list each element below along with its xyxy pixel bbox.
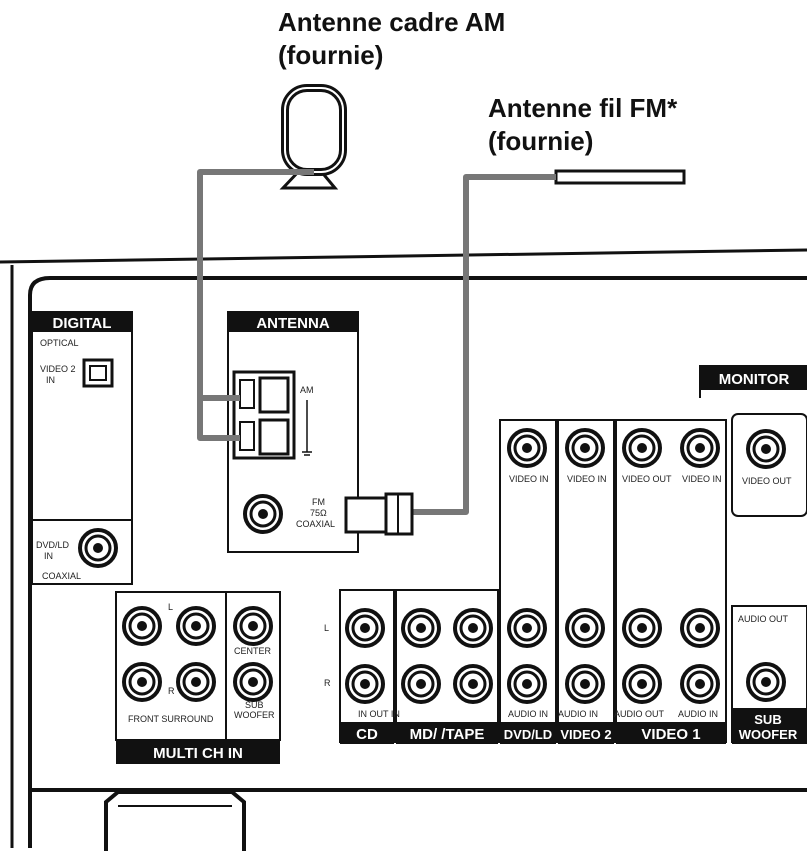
audio-jacks-row-r: [345, 664, 720, 704]
v1-video-in-label: VIDEO IN: [682, 474, 722, 484]
fm-antenna-cable: [410, 174, 556, 515]
multi-ch-l-label: L: [168, 602, 173, 612]
digital-section: DIGITAL OPTICAL VIDEO 2 IN DVD/LD IN COA…: [31, 311, 133, 585]
sub-woofer-label-2: WOOFER: [234, 710, 275, 720]
multi-ch-in-section: L R CENTER SUB WOOFER FRONT SURROUND MUL…: [115, 591, 281, 764]
digital-header: DIGITAL: [53, 315, 112, 332]
monitor-video-out-jack: [746, 429, 786, 469]
sub-woofer-out-section: AUDIO OUT SUB WOOFER: [731, 605, 807, 744]
am-antenna-callout: Antenne cadre AM (fournie): [278, 6, 505, 72]
front-l-jack: [122, 606, 162, 646]
cd-md-in-out-in-label: IN OUT IN: [358, 709, 400, 719]
dvd-ld-in-label-2: IN: [44, 551, 53, 561]
dvd-video-in-jack: [507, 428, 547, 468]
optical-jack: [82, 358, 114, 388]
monitor-video-out-label: VIDEO OUT: [742, 476, 792, 486]
chassis-foot: [104, 790, 246, 851]
fm-plug-connector: [344, 492, 414, 536]
v2-video-in-label: VIDEO IN: [567, 474, 607, 484]
fm-coaxial-label: COAXIAL: [296, 519, 335, 529]
coaxial-label: COAXIAL: [42, 571, 81, 581]
am-terminal-label: AM: [300, 385, 314, 395]
antenna-header: ANTENNA: [256, 315, 329, 332]
fm-antenna-callout: Antenne fil FM* (fournie): [488, 92, 677, 158]
center-jack: [233, 606, 273, 646]
fm-antenna-note: (fournie): [488, 126, 594, 156]
fm-coaxial-jack: [243, 494, 283, 534]
sub-band-label-1: SUB: [754, 712, 781, 727]
cd-band-label: CD: [356, 726, 378, 743]
chassis-top-outline: [28, 276, 807, 848]
fm-wire-antenna: [554, 169, 686, 185]
v2-video-in-jack: [565, 428, 605, 468]
sub-band-label-2: WOOFER: [739, 727, 798, 742]
monitor-header: MONITOR: [719, 371, 790, 388]
v2-audio-in-label: AUDIO IN: [558, 709, 598, 719]
multi-ch-r-label: R: [168, 686, 175, 696]
v1-video-in-jack: [680, 428, 720, 468]
center-label: CENTER: [234, 646, 272, 656]
surround-l-jack: [176, 606, 216, 646]
multi-sub-woofer-jack: [233, 662, 273, 702]
audio-row-r-label: R: [324, 678, 331, 688]
dvd-ld-in-label-1: DVD/LD: [36, 540, 70, 550]
audio-row-l-label: L: [324, 623, 329, 633]
audio-jacks-row-l: [345, 608, 720, 648]
v1-video-out-label: VIDEO OUT: [622, 474, 672, 484]
v1-audio-in-label: AUDIO IN: [678, 709, 718, 719]
front-surround-label: FRONT SURROUND: [128, 714, 214, 724]
coaxial-jack: [78, 528, 118, 568]
am-antenna-note: (fournie): [278, 40, 384, 70]
video2-in-label-1: VIDEO 2: [40, 364, 76, 374]
dvd-video-in-label: VIDEO IN: [509, 474, 549, 484]
chassis-top-edge: [0, 248, 807, 264]
sub-audio-out-label: AUDIO OUT: [738, 614, 789, 624]
video2-band-label: VIDEO 2: [560, 727, 611, 742]
video2-in-label-2: IN: [46, 375, 55, 385]
am-antenna-cable: [197, 169, 314, 441]
surround-r-jack: [176, 662, 216, 702]
dvd-audio-in-label: AUDIO IN: [508, 709, 548, 719]
fm-antenna-title: Antenne fil FM*: [488, 93, 678, 123]
md-tape-band-label: MD/ /TAPE: [410, 726, 485, 743]
optical-label: OPTICAL: [40, 338, 79, 348]
fm-impedance-label: 75Ω: [310, 508, 327, 518]
multi-ch-in-band-label: MULTI CH IN: [153, 745, 243, 762]
sub-woofer-out-jack: [746, 662, 786, 702]
front-r-jack: [122, 662, 162, 702]
am-antenna-title: Antenne cadre AM: [278, 7, 506, 37]
dvd-ld-band-label: DVD/LD: [504, 727, 552, 742]
sub-woofer-label-1: SUB: [245, 700, 264, 710]
fm-label: FM: [312, 497, 325, 507]
v1-video-out-jack: [622, 428, 662, 468]
monitor-section: MONITOR VIDEO OUT: [699, 365, 807, 517]
antenna-section: ANTENNA AM FM 75Ω COAXIAL: [227, 311, 359, 553]
v1-audio-out-label: AUDIO OUT: [614, 709, 665, 719]
video1-band-label: VIDEO 1: [641, 726, 700, 743]
